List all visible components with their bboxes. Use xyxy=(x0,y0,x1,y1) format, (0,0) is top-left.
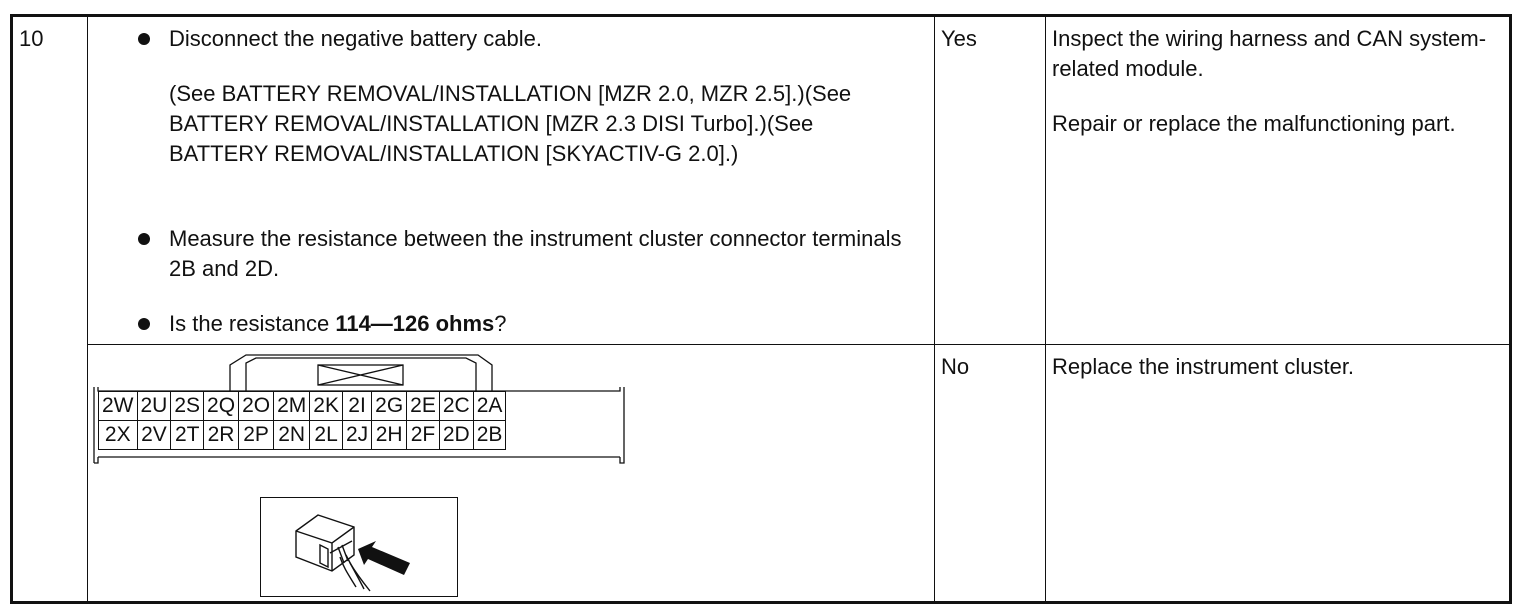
terminal-row-top: 2W 2U 2S 2Q 2O 2M 2K 2I 2G 2E 2C 2A xyxy=(98,391,507,421)
terminal-2H: 2H xyxy=(371,420,408,450)
step-number: 10 xyxy=(19,26,44,51)
no-action-replace: Replace the instrument cluster. xyxy=(1052,354,1355,379)
yes-action-inspect: Inspect the wiring harness and CAN syste… xyxy=(1052,26,1487,81)
terminal-2X: 2X xyxy=(98,420,138,450)
connector-terminal-grid: 2W 2U 2S 2Q 2O 2M 2K 2I 2G 2E 2C 2A 2X 2… xyxy=(98,391,507,450)
terminal-2D: 2D xyxy=(438,420,474,450)
yes-action-repair: Repair or replace the malfunctioning par… xyxy=(1052,111,1456,136)
no-label: No xyxy=(941,354,970,379)
terminal-2L: 2L xyxy=(309,420,343,450)
see-reference-text: (See BATTERY REMOVAL/INSTALLATION [MZR 2… xyxy=(169,81,852,166)
question-text: Is the resistance xyxy=(169,311,330,336)
terminal-2P: 2P xyxy=(238,420,275,450)
terminal-2E: 2E xyxy=(406,391,440,421)
column-divider xyxy=(87,17,88,601)
inspection-table xyxy=(10,14,1512,604)
terminal-2N: 2N xyxy=(273,420,311,450)
terminal-2W: 2W xyxy=(98,391,138,421)
terminal-2V: 2V xyxy=(136,420,172,450)
question-mark: ? xyxy=(494,311,507,336)
terminal-2T: 2T xyxy=(170,420,205,450)
bullet-icon xyxy=(138,318,150,330)
terminal-2K: 2K xyxy=(309,391,343,421)
bullet-resistance-question: Is the resistance 114—126 ohms? xyxy=(169,309,909,339)
column-divider xyxy=(934,17,935,601)
terminal-2C: 2C xyxy=(438,391,474,421)
terminal-2G: 2G xyxy=(371,391,408,421)
terminal-2I: 2I xyxy=(341,391,373,421)
bullet-disconnect-battery: Disconnect the negative battery cable. xyxy=(169,26,543,51)
terminal-2R: 2R xyxy=(203,420,240,450)
terminal-2J: 2J xyxy=(341,420,373,450)
resistance-value: 114—126 ohms xyxy=(335,311,495,336)
terminal-2B: 2B xyxy=(472,420,507,450)
bullet-icon xyxy=(138,33,150,45)
terminal-2O: 2O xyxy=(238,391,275,421)
terminal-2A: 2A xyxy=(472,391,507,421)
terminal-2S: 2S xyxy=(170,391,205,421)
terminal-2M: 2M xyxy=(273,391,311,421)
terminal-2Q: 2Q xyxy=(203,391,240,421)
row-divider xyxy=(87,344,1509,345)
harness-connector-illustration xyxy=(260,497,458,597)
terminal-2U: 2U xyxy=(136,391,172,421)
bullet-icon xyxy=(138,233,150,245)
column-divider xyxy=(1045,17,1046,601)
yes-label: Yes xyxy=(941,26,977,51)
terminal-2F: 2F xyxy=(406,420,440,450)
bullet-measure-resistance: Measure the resistance between the instr… xyxy=(169,226,902,281)
terminal-row-bottom: 2X 2V 2T 2R 2P 2N 2L 2J 2H 2F 2D 2B xyxy=(98,420,507,450)
